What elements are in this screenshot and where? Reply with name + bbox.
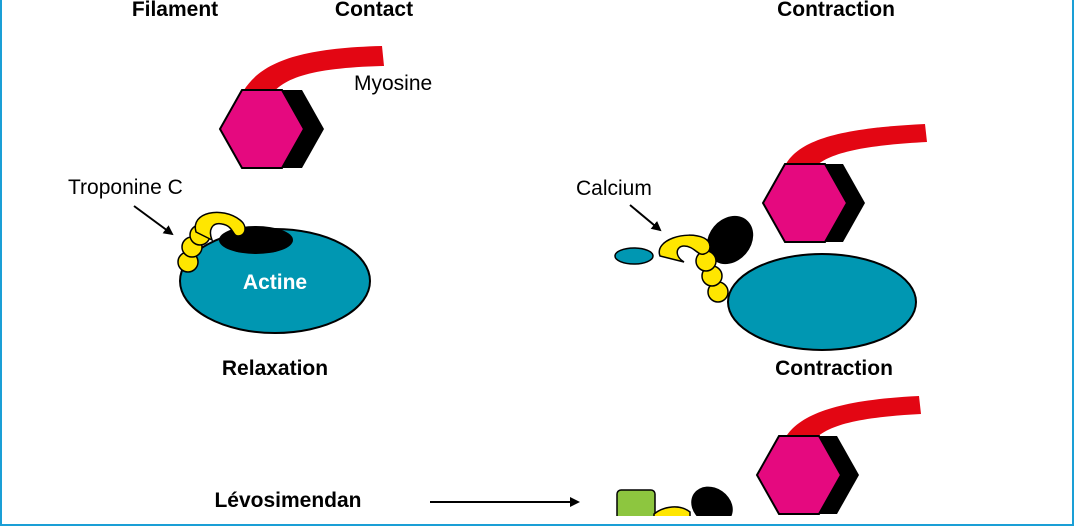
troponine-c-label: Troponine C bbox=[68, 176, 183, 199]
calcium-label: Calcium bbox=[576, 177, 652, 200]
troponin-c-shape bbox=[194, 211, 246, 242]
troponine-c-arrow bbox=[133, 205, 174, 236]
myosin-head-shape bbox=[755, 435, 843, 515]
levosimendan-complex bbox=[616, 486, 733, 516]
levosimendan-label: Lévosimendan bbox=[214, 489, 361, 512]
troponin-c-shape bbox=[653, 506, 691, 516]
myosin-left bbox=[218, 46, 384, 169]
relaxation-label: Relaxation bbox=[222, 357, 328, 380]
header-contraction: Contraction bbox=[777, 0, 895, 21]
myosine-label: Myosine bbox=[354, 72, 432, 95]
tropomyosin-shape bbox=[706, 215, 754, 265]
tropomyosin-shape bbox=[219, 226, 293, 254]
calcium-arrow bbox=[629, 204, 662, 232]
troponin-c-shape bbox=[658, 234, 711, 263]
header-contact: Contact bbox=[335, 0, 413, 21]
tropomyosin-shape bbox=[691, 486, 733, 516]
myosin-head-shape bbox=[218, 89, 306, 169]
actin-right bbox=[614, 215, 917, 351]
myosin-bottom bbox=[755, 396, 921, 515]
myosin-tail-shape bbox=[786, 124, 927, 176]
contraction-label: Contraction bbox=[775, 357, 893, 380]
actine-label: Actine bbox=[243, 271, 307, 294]
header-filament: Filament bbox=[132, 0, 218, 21]
levosimendan-shape bbox=[616, 489, 656, 516]
myosin-tail-shape bbox=[244, 46, 384, 100]
actin-shape bbox=[727, 253, 917, 351]
myosin-right bbox=[761, 124, 927, 243]
myosin-head-shape bbox=[761, 163, 849, 243]
myosin-tail-shape bbox=[784, 396, 921, 452]
calcium-ion bbox=[614, 247, 654, 265]
actin-left bbox=[177, 211, 371, 334]
